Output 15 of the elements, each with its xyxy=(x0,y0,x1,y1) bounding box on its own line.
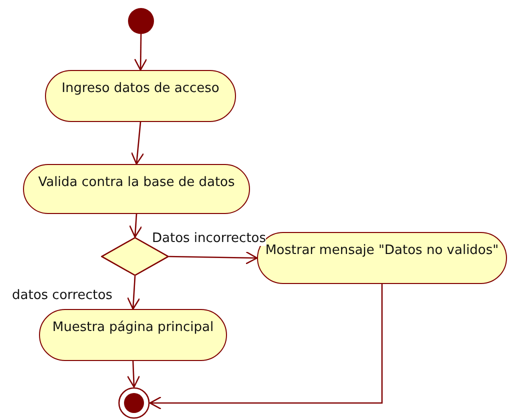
arrow xyxy=(127,276,140,310)
arrow xyxy=(130,122,144,165)
activity-label: Ingreso datos de acceso xyxy=(62,81,220,96)
activity-box xyxy=(23,164,250,214)
arrow xyxy=(129,214,142,238)
activity-box xyxy=(39,309,227,361)
activity-label: Mostrar mensaje "Datos no validos" xyxy=(265,243,499,258)
activity-label: Valida contra la base de datos xyxy=(38,175,235,190)
edge-label: Datos incorrectos xyxy=(152,231,266,246)
activity-label: Muestra página principal xyxy=(52,320,214,335)
activity-box xyxy=(45,70,236,122)
arrow xyxy=(134,34,148,71)
arrow xyxy=(149,284,383,410)
arrow xyxy=(126,360,140,388)
arrow xyxy=(168,251,258,264)
